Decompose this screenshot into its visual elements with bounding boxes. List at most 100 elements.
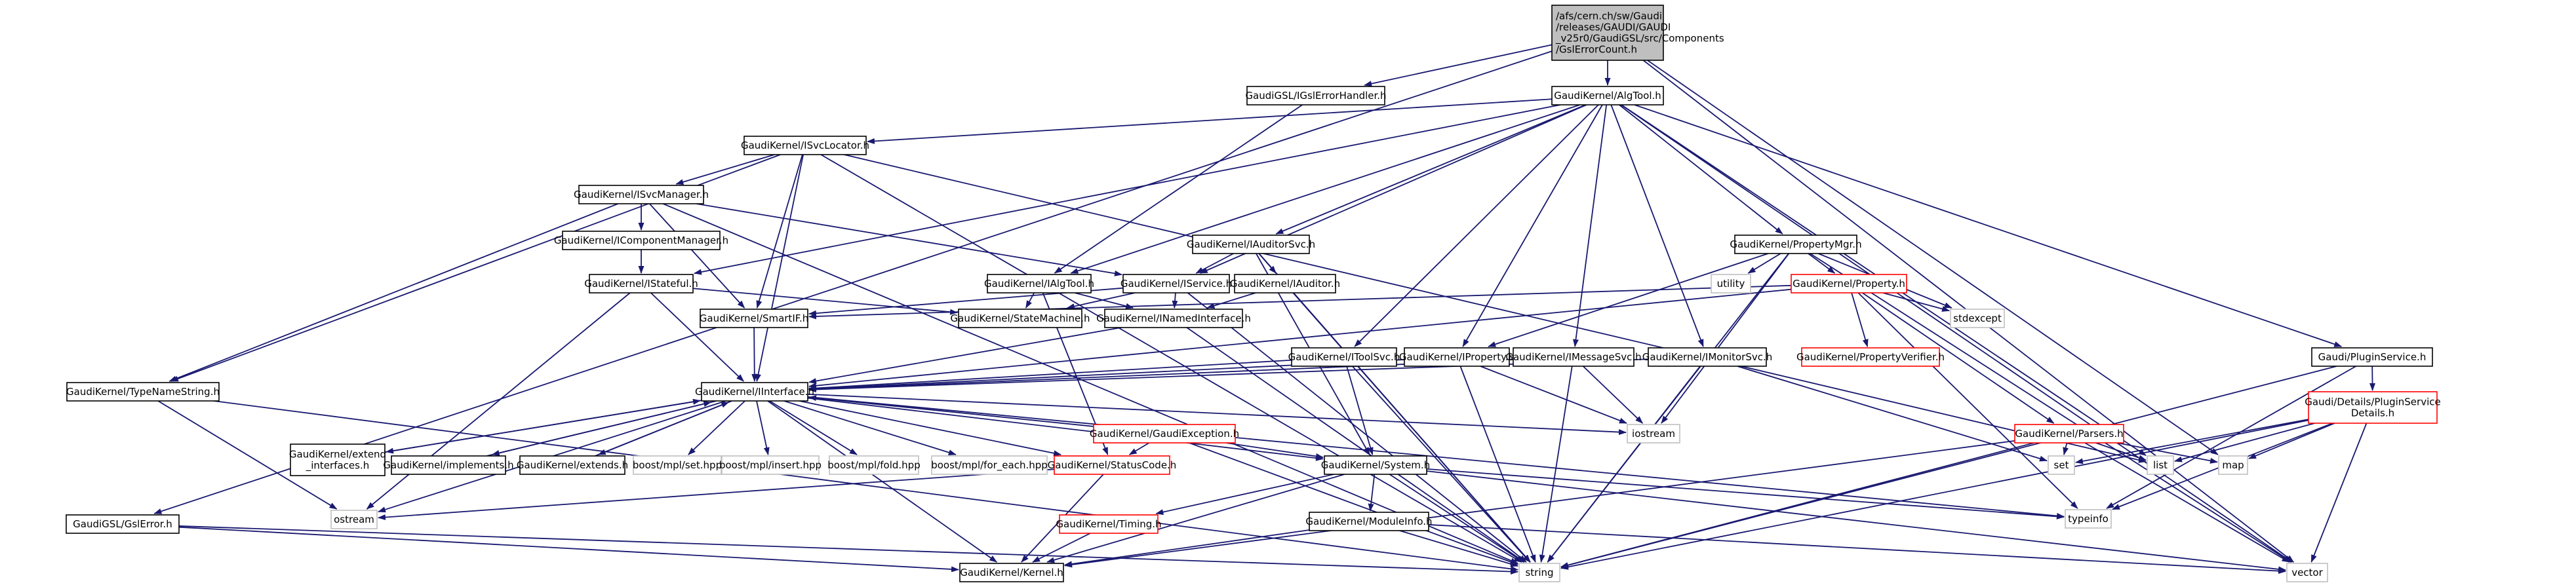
node-label-kernel-0: GaudiKernel/Kernel.h (960, 567, 1063, 578)
edge-isvcmanager-to-iservice (696, 203, 1122, 276)
edge-gaudiexception-to-system (1225, 442, 1324, 459)
node-box-stdexcept (1950, 309, 2005, 328)
node-label-string-0: string (1525, 567, 1553, 578)
edge-psdetails-to-string (1560, 419, 2309, 570)
node-vector[interactable]: vector (2286, 563, 2328, 582)
edge-isvclocator-to-smartif (756, 154, 803, 309)
node-iinterface[interactable]: GaudiKernel/IInterface.h (695, 382, 814, 402)
edge-root-to-map (1647, 60, 2219, 455)
node-inamedinterface[interactable]: GaudiKernel/INamedInterface.h (1096, 309, 1251, 328)
edge-gaudiexception-to-statuscode (1128, 442, 1150, 455)
node-ostream[interactable]: ostream (330, 510, 378, 529)
node-box-system (1324, 455, 1427, 475)
node-label-psdetails-0: Gaudi/Details/PluginService (2305, 396, 2440, 408)
node-iservice[interactable]: GaudiKernel/IService.h (1120, 274, 1232, 293)
node-box-gslerror (66, 514, 180, 534)
edge-propertymgr-to-iproperty (1488, 253, 1769, 347)
node-label-gslerror-0: GaudiGSL/GslError.h (73, 518, 172, 530)
node-itoolsvc[interactable]: GaudiKernel/IToolSvc.h (1288, 347, 1400, 367)
edge-parsers-to-map (2116, 442, 2218, 464)
edge-moduleinfo-to-string (1399, 530, 1518, 567)
node-gslerrorhandler[interactable]: GaudiGSL/IGslErrorHandler.h (1245, 86, 1387, 105)
edge-root-to-gslerrorhandler (1364, 44, 1553, 87)
node-set[interactable]: set (2048, 455, 2075, 475)
node-box-propertymgr (1734, 235, 1857, 254)
node-kernel[interactable]: GaudiKernel/Kernel.h (959, 563, 1064, 582)
node-iauditor[interactable]: GaudiKernel/IAuditor.h (1230, 274, 1340, 293)
node-propertyverifier[interactable]: GaudiKernel/PropertyVerifier.h (1796, 347, 1945, 367)
node-box-root (1551, 5, 1664, 61)
node-mpl_insert[interactable]: boost/mpl/insert.hpp (719, 455, 822, 475)
node-isvcmanager[interactable]: GaudiKernel/ISvcManager.h (574, 185, 709, 204)
node-label-typenamestring-0: GaudiKernel/TypeNameString.h (66, 386, 220, 398)
node-mpl_fold[interactable]: boost/mpl/fold.hpp (827, 455, 921, 475)
node-typeinfo[interactable]: typeinfo (2065, 509, 2112, 529)
edge-inamedinterface-to-string (1186, 327, 1525, 563)
node-label-icomponentmanager-0: GaudiKernel/IComponentManager.h (554, 235, 728, 246)
node-label-gslerrorhandler-0: GaudiGSL/IGslErrorHandler.h (1245, 90, 1386, 102)
node-imonitorsvc[interactable]: GaudiKernel/IMonitorSvc.h (1642, 347, 1773, 367)
node-istateful[interactable]: GaudiKernel/IStateful.h (584, 274, 698, 293)
edge-algtool-to-pluginservice (1634, 104, 2343, 347)
node-system[interactable]: GaudiKernel/System.h (1321, 455, 1430, 475)
node-gaudiexception[interactable]: GaudiKernel/GaudiException.h (1090, 424, 1239, 443)
node-box-smartif (700, 309, 808, 328)
edge-psdetails-to-map (2248, 423, 2335, 459)
node-moduleinfo[interactable]: GaudiKernel/ModuleInfo.h (1305, 512, 1433, 531)
edge-timing-to-kernel (1032, 533, 1091, 563)
edge-iauditor-to-string (1292, 292, 1531, 563)
node-box-list (2147, 455, 2174, 475)
node-statemachine[interactable]: GaudiKernel/StateMachine.h (951, 309, 1090, 328)
node-ialgtool[interactable]: GaudiKernel/IAlgTool.h (984, 274, 1094, 293)
node-implements[interactable]: GaudiKernel/implements.h (383, 455, 514, 475)
node-pluginservice[interactable]: Gaudi/PluginService.h (2311, 347, 2433, 367)
node-imessagesvc[interactable]: GaudiKernel/IMessageSvc.h (1505, 347, 1642, 367)
node-typenamestring[interactable]: GaudiKernel/TypeNameString.h (66, 382, 220, 402)
edge-psdetails-to-list (2174, 423, 2315, 462)
node-parsers[interactable]: GaudiKernel/Parsers.h (2014, 424, 2124, 443)
node-box-iostream (1627, 424, 1680, 443)
node-property[interactable]: GaudiKernel/Property.h (1791, 274, 1907, 293)
node-iostream[interactable]: iostream (1627, 424, 1680, 443)
node-smartif[interactable]: GaudiKernel/SmartIF.h (700, 309, 808, 328)
node-box-isvcmanager (578, 185, 704, 204)
node-box-psdetails (2308, 391, 2438, 424)
node-mpl_set[interactable]: boost/mpl/set.hpp (633, 455, 722, 475)
edge-parsers-to-kernel (1064, 440, 2015, 568)
node-box-pluginservice (2311, 347, 2433, 367)
edge-algtool-to-vector (1621, 104, 2293, 563)
node-propertymgr[interactable]: GaudiKernel/PropertyMgr.h (1730, 235, 1862, 254)
node-string[interactable]: string (1518, 563, 1560, 582)
node-box-property (1791, 274, 1907, 293)
node-stdexcept[interactable]: stdexcept (1950, 309, 2005, 328)
node-utility[interactable]: utility (1711, 274, 1751, 293)
node-algtool[interactable]: GaudiKernel/AlgTool.h (1551, 86, 1664, 105)
node-label-propertyverifier-0: GaudiKernel/PropertyVerifier.h (1796, 351, 1945, 363)
node-label-utility-0: utility (1717, 278, 1745, 290)
node-statuscode[interactable]: GaudiKernel/StatusCode.h (1048, 455, 1177, 475)
node-timing[interactable]: GaudiKernel/Timing.h (1056, 514, 1162, 534)
node-label-propertymgr-0: GaudiKernel/PropertyMgr.h (1730, 238, 1861, 250)
edge-gslerrorhandler-to-ialgtool (1054, 104, 1303, 274)
node-gslerror[interactable]: GaudiGSL/GslError.h (66, 514, 180, 534)
node-label-list-0: list (2153, 459, 2168, 471)
edge-property-to-iinterface (808, 288, 1792, 389)
node-extend_interfaces[interactable]: GaudiKernel/extend_interfaces.h (289, 443, 386, 476)
node-map[interactable]: map (2218, 455, 2248, 475)
edge-parsers-to-list (2095, 442, 2147, 461)
node-list[interactable]: list (2147, 455, 2174, 475)
node-mpl_for_each[interactable]: boost/mpl/for_each.hpp (931, 455, 1048, 475)
edge-iauditor-to-inamedinterface (1206, 292, 1256, 309)
node-label-typeinfo-0: typeinfo (2068, 513, 2109, 525)
node-root[interactable]: /afs/cern.ch/sw/Gaudi/releases/GAUDI/GAU… (1551, 5, 1724, 61)
edge-implements-to-iinterface (486, 401, 712, 457)
edge-property-to-parsers (1862, 292, 2055, 424)
node-extends[interactable]: GaudiKernel/extends.h (517, 455, 628, 475)
node-iproperty[interactable]: GaudiKernel/IProperty.h (1399, 347, 1515, 367)
node-isvclocator[interactable]: GaudiKernel/ISvcLocator.h (741, 136, 869, 155)
node-iauditorsvc[interactable]: GaudiKernel/IAuditorSvc.h (1187, 235, 1315, 254)
edge-iservice-to-statemachine (1066, 292, 1136, 310)
node-icomponentmanager[interactable]: GaudiKernel/IComponentManager.h (554, 231, 728, 250)
edge-system-to-string (1389, 474, 1524, 563)
